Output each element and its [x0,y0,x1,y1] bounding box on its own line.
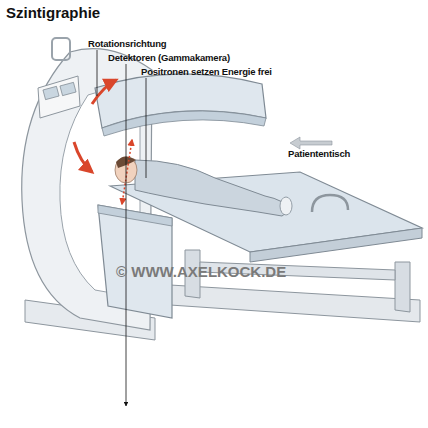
part-label: Rotationsrichtung [88,38,166,49]
watermark: © WWW.AXELKOCK.DE [116,263,286,280]
leader-line [97,50,98,96]
rotation-arrow [92,80,116,104]
gantry-handle [52,38,70,60]
leader-line [126,64,127,406]
table-base [170,285,420,322]
gamma-ray [122,140,132,204]
part-label: Patiententisch [288,148,350,159]
detector-bottom [98,205,172,318]
panel-display [43,86,59,99]
rotation-arrow [74,142,92,172]
leader-line [146,78,147,178]
table-edge [250,228,422,262]
panel-display [60,82,76,95]
patient-body [135,160,290,216]
detector-face [98,205,172,226]
direction-arrow [290,137,332,149]
detector-face [102,111,266,136]
title: Szintigraphie [6,4,100,21]
part-label: Detektoren (Gammakamera) [108,52,230,63]
table-handle [312,195,348,212]
table-leg [395,262,410,312]
part-label: Positronen setzen Energie frei [141,66,272,77]
control-panel [38,76,80,118]
patient-foot [280,197,292,215]
